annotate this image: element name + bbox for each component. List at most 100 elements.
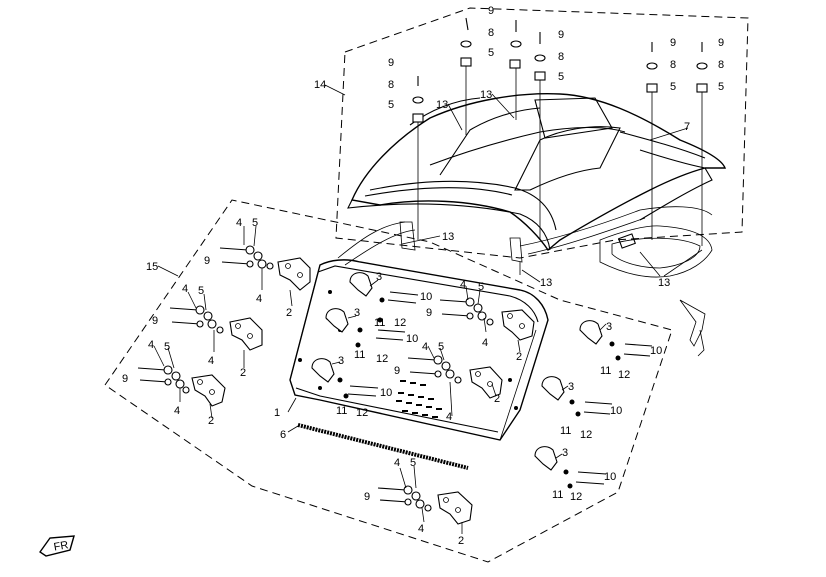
callout-15: 15 xyxy=(146,261,158,273)
callout-3-e: 3 xyxy=(568,381,574,393)
callout-3-c: 3 xyxy=(338,355,344,367)
bracket-center xyxy=(501,309,535,341)
callout-11-d: 11 xyxy=(600,365,611,377)
callout-9-e: 9 xyxy=(394,365,400,377)
assembly-lines xyxy=(417,66,703,275)
callout-12-c: 12 xyxy=(356,407,368,419)
callout-4-a2: 4 xyxy=(256,293,262,305)
cargo-plate xyxy=(289,259,549,441)
bracket-top-left xyxy=(277,257,311,291)
callout-2-f: 2 xyxy=(458,535,464,547)
callout-10-a: 10 xyxy=(420,291,432,303)
bracket-bottom xyxy=(437,491,473,525)
callout-10-d: 10 xyxy=(650,345,662,357)
cluster-e xyxy=(407,355,462,384)
callout-12-b: 12 xyxy=(376,353,388,365)
callout-2-e: 2 xyxy=(494,393,500,405)
callout-labels: 14 15 7 6 1 13 13 13 13 13 9 8 5 9 8 5 9… xyxy=(122,5,724,547)
callout-5-top-a: 5 xyxy=(488,47,494,59)
callout-5-c: 5 xyxy=(164,341,170,353)
callout-10-e: 10 xyxy=(610,405,622,417)
front-direction-arrow-icon: FR xyxy=(39,535,75,557)
callout-4-e: 4 xyxy=(422,341,428,353)
bracket-low-left xyxy=(191,374,226,407)
callout-9-top-e: 9 xyxy=(718,37,724,49)
callout-5-top-c: 5 xyxy=(388,99,394,111)
callout-10-f: 10 xyxy=(604,471,616,483)
callout-4-a: 4 xyxy=(236,217,242,229)
callout-9-d: 9 xyxy=(426,307,432,319)
callout-8-top-b: 8 xyxy=(558,51,564,63)
hook-fasteners xyxy=(337,291,653,489)
callout-1: 1 xyxy=(274,407,280,419)
cluster-b xyxy=(169,305,224,334)
callout-13-b: 13 xyxy=(480,89,492,101)
callout-5-top-b: 5 xyxy=(558,71,564,83)
callout-10-b: 10 xyxy=(406,333,418,345)
bolt-clusters xyxy=(137,245,494,512)
hook-clips xyxy=(311,272,603,471)
callout-11-a: 11 xyxy=(374,317,385,329)
callout-7: 7 xyxy=(684,121,690,133)
callout-9-c: 9 xyxy=(122,373,128,385)
callout-9-a: 9 xyxy=(204,255,210,267)
top-fastener-stacks xyxy=(412,17,708,123)
cluster-a xyxy=(219,245,274,270)
callout-5-a: 5 xyxy=(252,217,258,229)
callout-6: 6 xyxy=(280,429,286,441)
callout-5-top-d: 5 xyxy=(670,81,676,93)
callout-4-c2: 4 xyxy=(174,405,180,417)
callout-2-a: 2 xyxy=(286,307,292,319)
callout-3-d: 3 xyxy=(606,321,612,333)
callout-3-b: 3 xyxy=(354,307,360,319)
group-15-boundary xyxy=(104,199,673,563)
callout-13-c: 13 xyxy=(442,231,454,243)
callout-8-top-d: 8 xyxy=(670,59,676,71)
callout-5-e: 5 xyxy=(438,341,444,353)
callout-4-d: 4 xyxy=(460,279,466,291)
callout-8-top-a: 8 xyxy=(488,27,494,39)
callout-5-d: 5 xyxy=(478,281,484,293)
callout-9-top-b: 9 xyxy=(558,29,564,41)
callout-9-f: 9 xyxy=(364,491,370,503)
callout-12-f: 12 xyxy=(570,491,582,503)
callout-8-top-c: 8 xyxy=(388,79,394,91)
callout-5-top-e: 5 xyxy=(718,81,724,93)
callout-9-top-a: 9 xyxy=(488,5,494,17)
callout-9-b: 9 xyxy=(152,315,158,327)
callout-9-top-c: 9 xyxy=(388,57,394,69)
callout-4-d2: 4 xyxy=(482,337,488,349)
brackets xyxy=(191,257,535,525)
callout-2-b: 2 xyxy=(240,367,246,379)
callout-12-d: 12 xyxy=(618,369,630,381)
bracket-mid-left xyxy=(229,317,263,351)
direction-badge-label: FR xyxy=(53,539,70,553)
callout-12-a: 12 xyxy=(394,317,406,329)
callout-9-top-d: 9 xyxy=(670,37,676,49)
callout-4-f: 4 xyxy=(394,457,400,469)
callout-10-c: 10 xyxy=(380,387,392,399)
cluster-f xyxy=(377,485,432,512)
callout-8-top-e: 8 xyxy=(718,59,724,71)
callout-3-f: 3 xyxy=(562,447,568,459)
cluster-d xyxy=(439,297,494,326)
edge-strip xyxy=(297,423,469,470)
callout-2-d: 2 xyxy=(516,351,522,363)
callout-11-f: 11 xyxy=(552,489,563,501)
rear-fender xyxy=(347,93,727,252)
callout-11-c: 11 xyxy=(336,405,347,417)
callout-5-f: 5 xyxy=(410,457,416,469)
callout-11-b: 11 xyxy=(354,349,365,361)
callout-4-f2: 4 xyxy=(418,523,424,535)
callout-2-c: 2 xyxy=(208,415,214,427)
callout-4-c: 4 xyxy=(148,339,154,351)
callout-3-a: 3 xyxy=(376,271,382,283)
callout-13-d: 13 xyxy=(540,277,552,289)
callout-4-e2: 4 xyxy=(446,411,452,423)
frame-rails xyxy=(337,206,713,357)
group-14-boundary xyxy=(335,7,749,259)
callout-4-b2: 4 xyxy=(208,355,214,367)
callout-14: 14 xyxy=(314,79,326,91)
callout-11-e: 11 xyxy=(560,425,571,437)
